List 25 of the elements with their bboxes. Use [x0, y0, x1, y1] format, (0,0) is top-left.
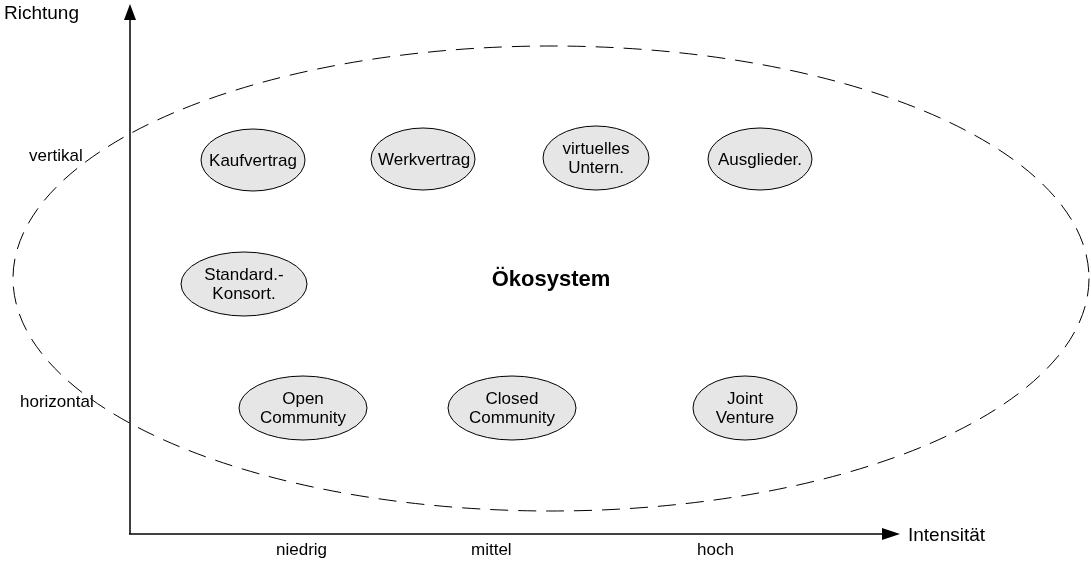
oval-label: Closed Community — [468, 389, 556, 427]
axis-title: Richtung — [4, 2, 79, 24]
oval-label: Open Community — [259, 389, 347, 427]
category-oval — [200, 128, 306, 192]
category-oval — [370, 127, 476, 191]
category-oval — [447, 375, 577, 441]
category-oval — [180, 251, 308, 317]
axis-tick-label: hoch — [697, 540, 734, 560]
oval-label: virtuelles Untern. — [561, 139, 631, 177]
category-oval — [692, 375, 798, 441]
category-oval — [238, 375, 368, 441]
dashed-ecosystem-oval — [12, 45, 1090, 512]
oval-label: Werkvertrag — [378, 149, 468, 169]
axis-tick-label: mittel — [471, 540, 512, 560]
ecosystem-label: Ökosystem — [491, 265, 611, 292]
oval-label: Kaufvertrag — [208, 150, 298, 170]
axis-title: Intensität — [908, 524, 986, 546]
category-oval — [542, 125, 650, 191]
oval-label: Joint Venture — [714, 389, 776, 427]
category-oval — [707, 127, 813, 191]
axis-tick-label: vertikal — [29, 146, 83, 166]
axis-tick-label: horizontal — [20, 392, 94, 412]
oval-label: Ausglieder. — [716, 149, 804, 169]
axis-tick-label: niedrig — [276, 540, 328, 560]
oval-label: Standard.- Konsort. — [203, 265, 285, 303]
